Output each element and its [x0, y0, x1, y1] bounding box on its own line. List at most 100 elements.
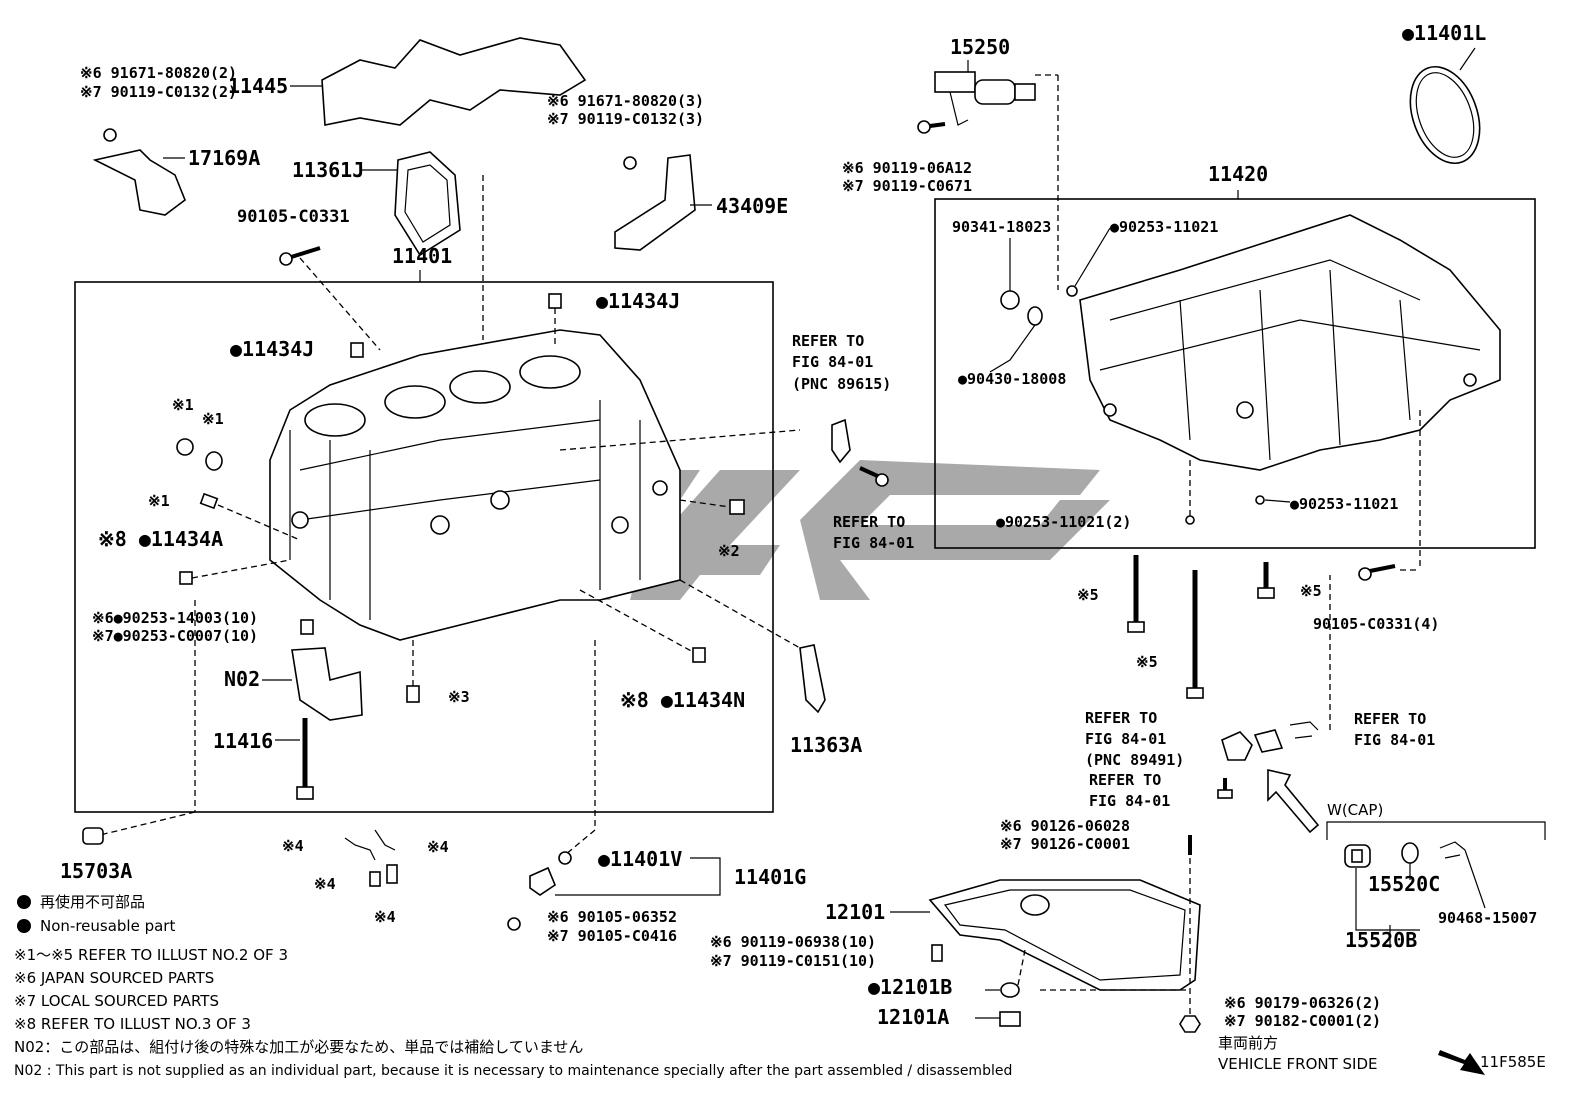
- label-91671-80820-3: ※6 91671-80820(3): [547, 92, 704, 110]
- label-11401V: ●11401V: [598, 847, 682, 871]
- legend-n02-jp: N02：この部品は、組付け後の特殊な加工が必要なため、単品では補給していません: [14, 1038, 583, 1056]
- refer4-line2: FIG 84-01: [1089, 792, 1170, 810]
- label-11420: 11420: [1208, 162, 1268, 186]
- label-11434N: ※8 ●11434N: [620, 688, 745, 712]
- label-90253-11021-c: ●90253-11021(2): [996, 513, 1131, 531]
- bolt-90119-06A12: [917, 120, 946, 134]
- refer3-line3: (PNC 89491): [1085, 751, 1184, 769]
- bolt-refer2: [859, 466, 889, 487]
- label-11445: 11445: [228, 74, 288, 98]
- label-11401G: 11401G: [734, 865, 806, 889]
- refer1-line2: FIG 84-01: [792, 353, 873, 371]
- oil-seal-11401L: [1409, 65, 1481, 165]
- pin-11434A: [179, 571, 193, 585]
- legend-dot-en: [17, 919, 31, 933]
- label-mark4-b: ※4: [427, 838, 449, 856]
- label-N02: N02: [224, 667, 260, 691]
- bearing-cap-N02: [291, 647, 363, 721]
- refer1-line3: (PNC 89615): [792, 375, 891, 393]
- gasket-mark1: [205, 451, 223, 471]
- clip-90468-15007: [1439, 841, 1466, 859]
- label-wcap: W(CAP): [1327, 801, 1383, 819]
- label-90253-C0007: ※7●90253-C0007(10): [92, 627, 258, 645]
- label-15250: 15250: [950, 35, 1010, 59]
- label-90119-06A12: ※6 90119-06A12: [842, 159, 972, 177]
- label-90341-18023: 90341-18023: [952, 218, 1051, 236]
- bolt-mark5-a: [1127, 555, 1145, 633]
- oil-pressure-switch: [1221, 731, 1253, 761]
- label-12101A: 12101A: [877, 1005, 949, 1029]
- label-90105-C0416: ※7 90105-C0416: [547, 927, 677, 945]
- label-90119-06938: ※6 90119-06938(10): [710, 933, 876, 951]
- bolt-refer4: [1217, 778, 1233, 799]
- nut-90179: [1179, 1015, 1201, 1033]
- label-mark5-b: ※5: [1136, 653, 1158, 671]
- label-91671-80820-2: ※6 91671-80820(2): [80, 64, 237, 82]
- bolt-90105-C0331-4: [1358, 564, 1396, 581]
- refer2-line1: REFER TO: [833, 513, 905, 531]
- plug-90253: [300, 619, 314, 635]
- label-90179-06326: ※6 90179-06326(2): [1224, 994, 1381, 1012]
- gasket-90430-18008: [1027, 306, 1043, 326]
- pin-11434J-b: [350, 342, 364, 358]
- legend-nonreusable-en: Non-reusable part: [40, 917, 175, 935]
- sensor-11401G: [529, 866, 556, 896]
- label-11401L: ●11401L: [1402, 21, 1486, 45]
- bolt-mark4-d: [386, 864, 398, 884]
- label-mark3: ※3: [448, 688, 470, 706]
- knock-sensor: [831, 418, 851, 464]
- gasket-12101B: [1000, 982, 1020, 998]
- label-90468-15007: 90468-15007: [1438, 909, 1537, 927]
- oil-pressure-sensor: [1253, 729, 1284, 753]
- label-mark4-d: ※4: [374, 908, 396, 926]
- legend-note6: ※6 JAPAN SOURCED PARTS: [14, 969, 214, 987]
- cylinder-block-11401: [269, 329, 681, 641]
- clip-refer5: [1289, 721, 1319, 739]
- legend-dot-jp: [17, 895, 31, 909]
- label-11434J-b: ●11434J: [230, 337, 314, 361]
- oil-pan-upper-11420: [1079, 214, 1501, 471]
- refer5-line1: REFER TO: [1354, 710, 1426, 728]
- label-front-en: VEHICLE FRONT SIDE: [1218, 1055, 1378, 1073]
- bracket-17169A: [92, 149, 186, 216]
- plug-90253-11021-c: [1185, 515, 1195, 525]
- label-mark2: ※2: [718, 542, 740, 560]
- label-90430-18008: ●90430-18008: [958, 370, 1066, 388]
- label-mark4-a: ※4: [282, 837, 304, 855]
- cap-15520B: [1344, 844, 1371, 868]
- pin-mark2: [729, 499, 745, 515]
- label-90119-C0671: ※7 90119-C0671: [842, 177, 972, 195]
- label-90182-C0001: ※7 90182-C0001(2): [1224, 1012, 1381, 1030]
- plug-15703A: [82, 827, 104, 845]
- clip-mark4-a: [344, 837, 376, 861]
- label-12101: 12101: [825, 900, 885, 924]
- plug-90253-11021-b: [1255, 495, 1265, 505]
- label-90119-C0132-2: ※7 90119-C0132(2): [80, 83, 237, 101]
- label-11434A: ※8 ●11434A: [98, 527, 223, 551]
- oil-pan-12101: [928, 879, 1201, 991]
- label-90119-C0132-3: ※7 90119-C0132(3): [547, 110, 704, 128]
- legend-n02-en: N02 : This part is not supplied as an in…: [14, 1063, 1012, 1079]
- label-15520C: 15520C: [1368, 872, 1440, 896]
- refer3-line2: FIG 84-01: [1085, 730, 1166, 748]
- diagram-code: 11F585E: [1480, 1053, 1546, 1071]
- valve-15250: [934, 71, 1036, 126]
- front-direction-arrow: [1438, 1050, 1485, 1075]
- pin-11434J-a: [548, 293, 562, 309]
- plug-90253-11021-a: [1066, 285, 1078, 297]
- refer4-line1: REFER TO: [1089, 771, 1161, 789]
- upper-oil-pan-box: [934, 198, 1536, 549]
- plug-12101A: [975, 1011, 1021, 1027]
- label-mark4-c: ※4: [314, 875, 336, 893]
- label-90105-C0331-4: 90105-C0331(4): [1313, 615, 1439, 633]
- legend-note7: ※7 LOCAL SOURCED PARTS: [14, 992, 219, 1010]
- refer2-line2: FIG 84-01: [833, 534, 914, 552]
- label-mark5-a: ※5: [1077, 586, 1099, 604]
- refer3-line1: REFER TO: [1085, 709, 1157, 727]
- bolt-90105-C0331: [279, 246, 321, 266]
- gasket-11401V: [558, 851, 572, 865]
- bolt-11416: [296, 718, 314, 800]
- plug-90341-18023: [1000, 290, 1020, 310]
- label-15703A: 15703A: [60, 859, 132, 883]
